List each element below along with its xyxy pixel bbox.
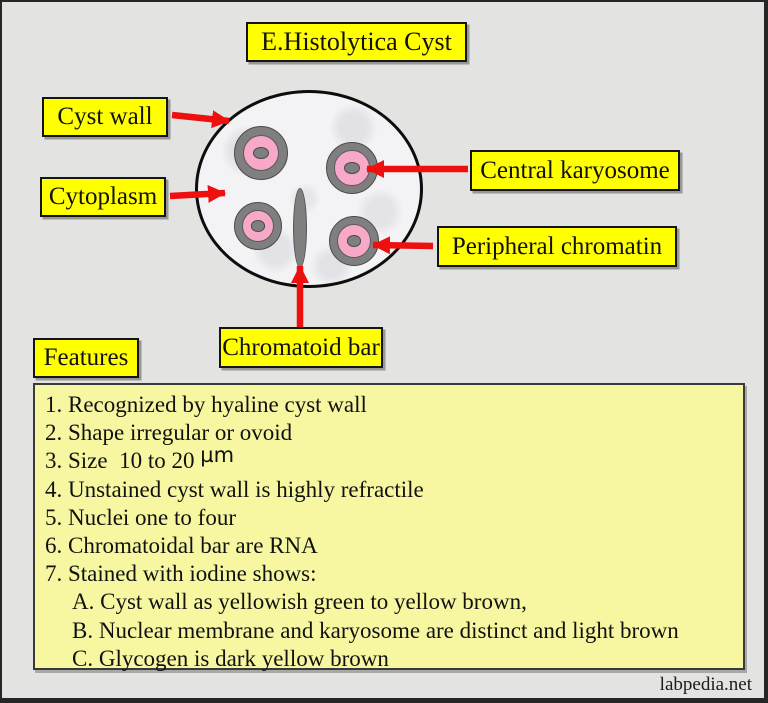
nucleus-top-left [234, 126, 288, 180]
nucleus-cytoplasm-ring [241, 209, 275, 243]
cyst-wall-arrow [171, 110, 230, 129]
karyosome-dot [250, 220, 266, 232]
watermark: labpedia.net [659, 674, 752, 695]
nucleus-bottom-left [234, 202, 282, 250]
feature-item: 5. Nuclei one to four [45, 504, 236, 530]
label-peripheral-chromatin: Peripheral chromatin [437, 226, 677, 267]
feature-item: C. Glycogen is dark yellow brown [72, 645, 389, 671]
features-heading: Features [33, 338, 139, 378]
nucleus-cytoplasm-ring [334, 150, 370, 186]
nucleus-cytoplasm-ring [242, 134, 280, 172]
feature-item: 2. Shape irregular or ovoid [45, 420, 293, 446]
nucleus-bottom-right [329, 216, 379, 266]
feature-item: 1. Recognized by hyaline cyst wall [45, 392, 367, 417]
feature-item: 6. Chromatoidal bar are RNA [45, 533, 318, 559]
feature-item: 7. Stained with iodine shows: [45, 561, 317, 587]
nucleus-top-right [326, 142, 378, 194]
cyst-body [195, 90, 423, 288]
feature-item: A. Cyst wall as yellowish green to yello… [72, 589, 527, 615]
karyosome-dot [346, 235, 362, 247]
karyosome-dot [344, 161, 360, 175]
nucleus-cytoplasm-ring [336, 223, 372, 259]
features-list: 1. Recognized by hyaline cyst wall 2. Sha… [33, 383, 745, 671]
diagram-title: E.Histolytica Cyst [246, 22, 467, 62]
feature-item: 3. Size 10 to 20 µm [45, 443, 235, 474]
chromatoid-bar-shape [293, 188, 307, 268]
karyosome-dot [252, 146, 270, 160]
micron-unit: µm [200, 443, 235, 468]
feature-item: B. Nuclear membrane and karyosome are di… [72, 617, 679, 643]
label-central-karyosome: Central karyosome [470, 150, 680, 191]
label-cytoplasm: Cytoplasm [40, 177, 166, 217]
feature-item: 4. Unstained cyst wall is highly refract… [45, 476, 424, 502]
label-cyst-wall: Cyst wall [42, 97, 168, 137]
label-chromatoid-bar: Chromatoid bar [219, 327, 383, 368]
